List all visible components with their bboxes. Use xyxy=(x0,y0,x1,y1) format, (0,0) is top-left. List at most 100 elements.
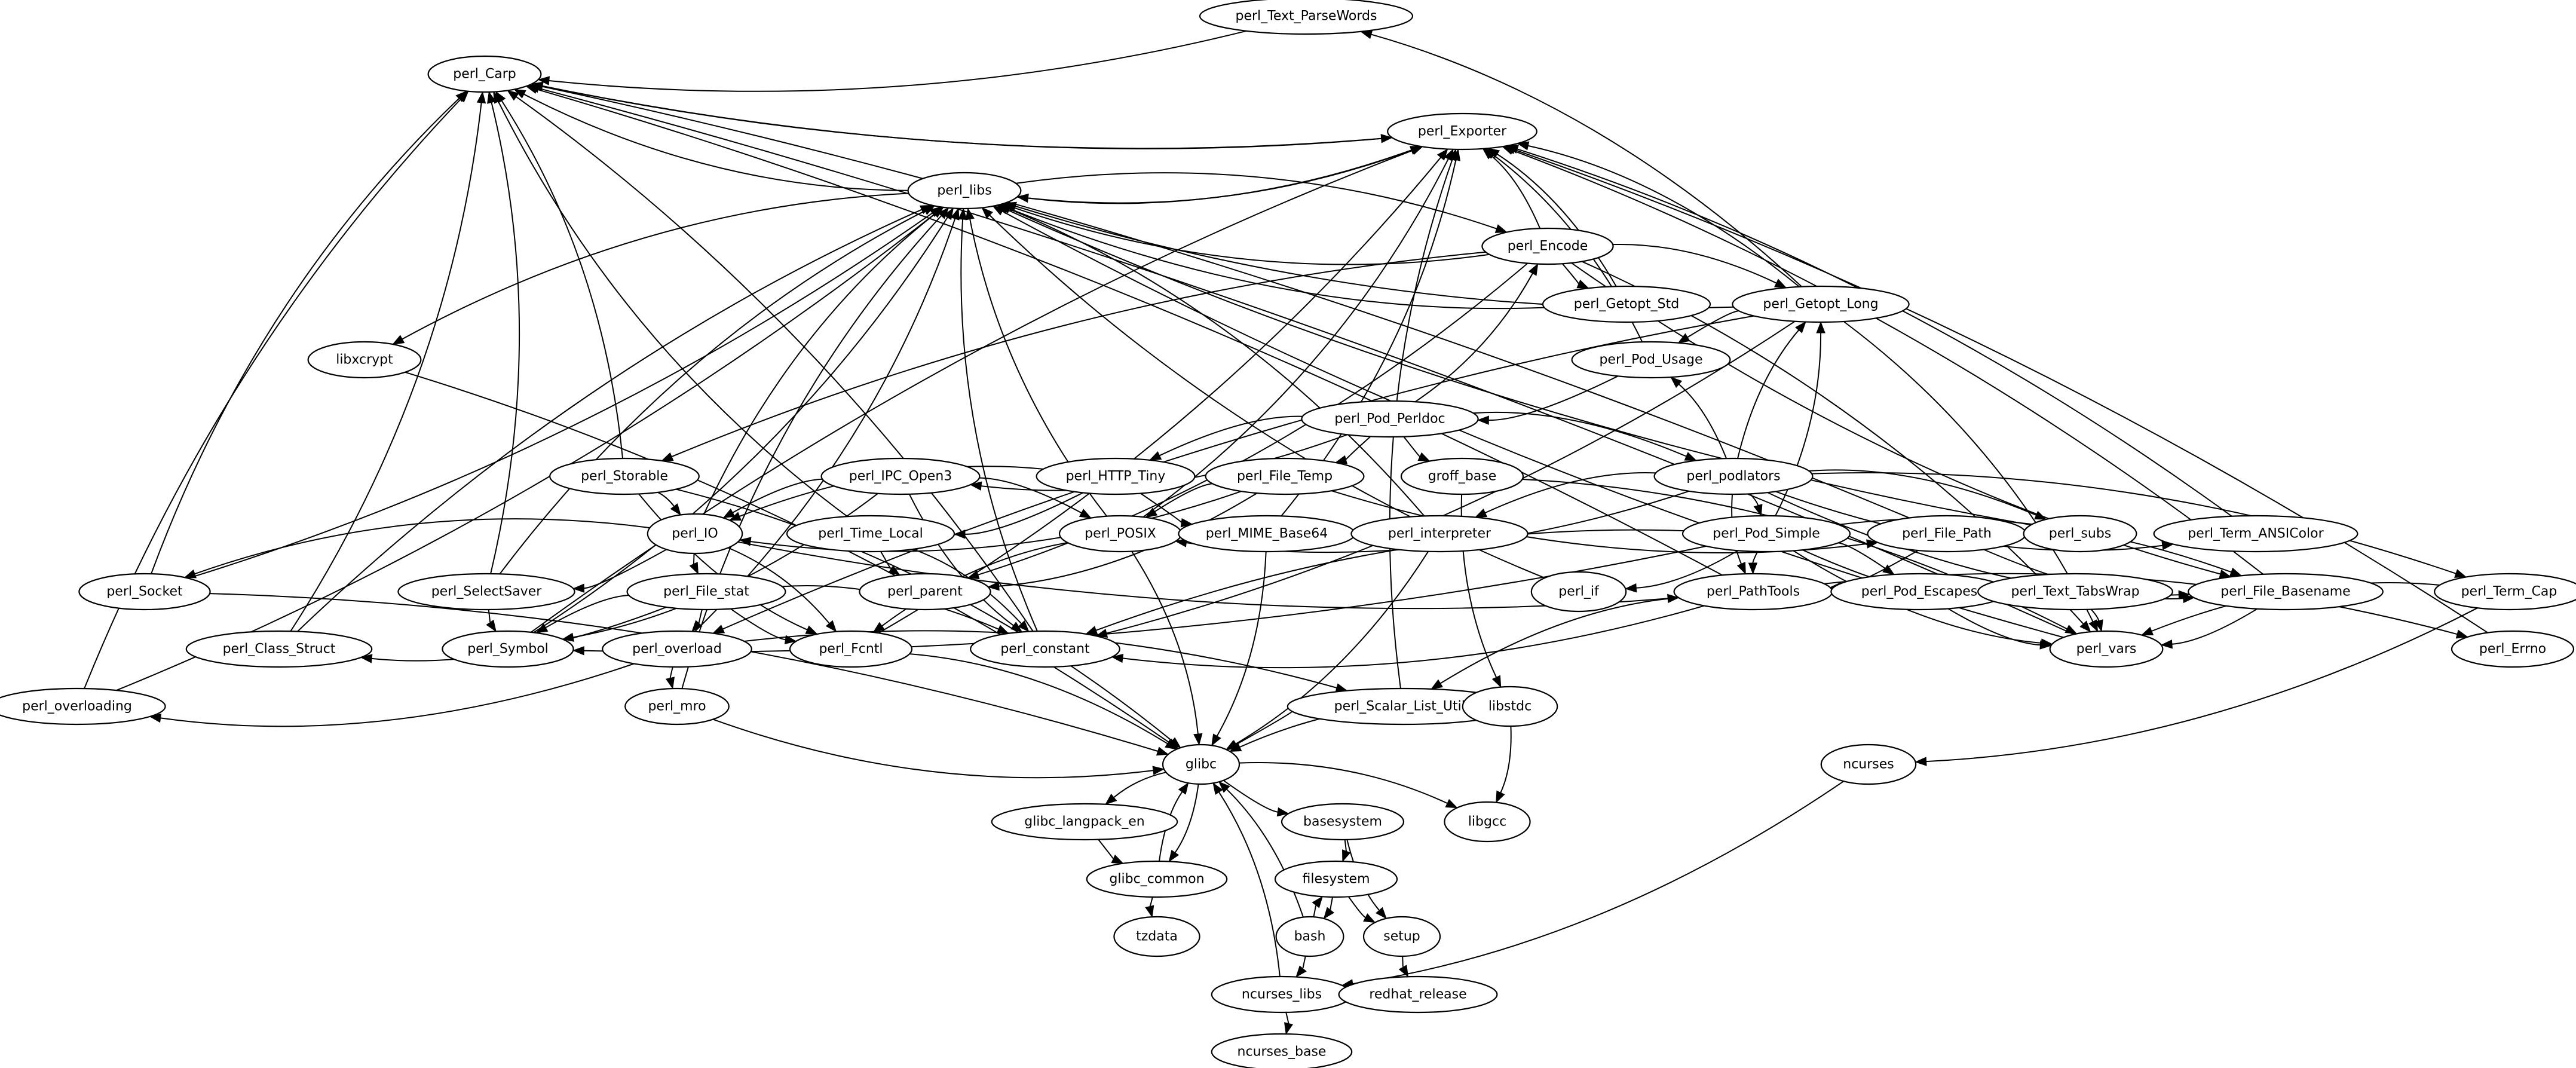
arrowhead-icon xyxy=(1166,738,1179,749)
node-tzdata[interactable]: tzdata xyxy=(1113,916,1200,957)
arrowhead-icon xyxy=(1684,452,1697,461)
edge-perl-encode-to-perl-getopt-std xyxy=(1561,263,1589,289)
edge-line xyxy=(531,83,1382,149)
node-perl-file-basename[interactable]: perl_File_Basename xyxy=(2188,573,2384,611)
node-perl-pod-usage[interactable]: perl_Pod_Usage xyxy=(1571,341,1731,379)
edge-line xyxy=(151,98,460,574)
node-perl-interpreter[interactable]: perl_interpreter xyxy=(1350,515,1529,553)
arrowhead-icon xyxy=(1105,794,1117,805)
node-ncurses[interactable]: ncurses xyxy=(1820,743,1917,785)
node-perl-mro[interactable]: perl_mro xyxy=(624,687,730,726)
node-setup[interactable]: setup xyxy=(1362,916,1441,957)
arrowhead-icon xyxy=(888,565,901,576)
node-label: perl_Scalar_List_Utils xyxy=(1334,699,1472,714)
node-perl-pathtools[interactable]: perl_PathTools xyxy=(1673,573,1833,611)
node-perl-selectsaver[interactable]: perl_SelectSaver xyxy=(397,573,575,611)
edge-line xyxy=(1154,483,1213,512)
edge-perl-exporter-to-perl-libs xyxy=(1016,146,1422,204)
node-glibc-common[interactable]: glibc_common xyxy=(1086,860,1228,898)
node-perl-symbol[interactable]: perl_Symbol xyxy=(442,630,574,668)
node-ncurses-libs[interactable]: ncurses_libs xyxy=(1211,975,1353,1014)
arrowhead-icon xyxy=(1448,148,1457,161)
node-libstdc[interactable]: libstdc xyxy=(1462,686,1558,727)
node-perl-storable[interactable]: perl_Storable xyxy=(549,457,700,495)
node-shape xyxy=(1681,515,1851,553)
node-libxcrypt[interactable]: libxcrypt xyxy=(307,341,422,379)
node-perl-pod-simple[interactable]: perl_Pod_Simple xyxy=(1681,515,1851,553)
arrowhead-icon xyxy=(1494,224,1508,233)
node-filesystem[interactable]: filesystem xyxy=(1274,860,1398,898)
node-perl-socket[interactable]: perl_Socket xyxy=(78,573,211,611)
node-glibc-langpack-en[interactable]: glibc_langpack_en xyxy=(991,803,1178,841)
arrowhead-icon xyxy=(2094,619,2103,632)
edge-filesystem-to-bash xyxy=(1323,896,1335,920)
node-perl-pod-escapes[interactable]: perl_Pod_Escapes xyxy=(1830,573,2008,611)
node-perl-text-parsewords[interactable]: perl_Text_ParseWords xyxy=(1199,0,1414,35)
edge-perl-file-stat-to-perl-fcntl xyxy=(730,608,797,644)
node-perl-scalar-list-utils[interactable]: perl_Scalar_List_Utils xyxy=(1287,687,1520,726)
node-shape xyxy=(1653,457,1814,495)
node-perl-parent[interactable]: perl_parent xyxy=(859,573,991,611)
node-perl-class-struct[interactable]: perl_Class_Struct xyxy=(185,630,373,668)
node-perl-ipc-open3[interactable]: perl_IPC_Open3 xyxy=(820,457,981,495)
node-perl-file-path[interactable]: perl_File_Path xyxy=(1867,515,2027,553)
edge-perl-text-tabswrap-to-perl-vars xyxy=(2090,608,2103,632)
node-bash[interactable]: bash xyxy=(1275,916,1344,957)
node-perl-term-cap[interactable]: perl_Term_Cap xyxy=(2434,573,2576,611)
node-perl-encode[interactable]: perl_Encode xyxy=(1481,227,1614,265)
node-perl-podlators[interactable]: perl_podlators xyxy=(1653,457,1814,495)
node-label: perl_Encode xyxy=(1508,239,1588,254)
node-label: ncurses_base xyxy=(1238,1045,1327,1060)
node-perl-libs[interactable]: perl_libs xyxy=(907,172,1022,210)
node-perl-subs[interactable]: perl_subs xyxy=(2023,515,2137,553)
node-label: perl_Text_ParseWords xyxy=(1236,9,1377,24)
node-basesystem[interactable]: basesystem xyxy=(1281,803,1405,841)
edge-line xyxy=(1775,332,1822,516)
node-groff-base[interactable]: groff_base xyxy=(1400,457,1524,495)
node-perl-errno[interactable]: perl_Errno xyxy=(2451,630,2575,668)
node-perl-file-stat[interactable]: perl_File_stat xyxy=(626,573,786,611)
node-perl-fcntl[interactable]: perl_Fcntl xyxy=(789,630,913,668)
edge-line xyxy=(188,212,933,579)
node-ncurses-base[interactable]: ncurses_base xyxy=(1211,1033,1353,1068)
edge-perl-text-parsewords-to-perl-carp xyxy=(537,30,1247,92)
node-perl-http-tiny[interactable]: perl_HTTP_Tiny xyxy=(1036,457,1196,495)
edge-basesystem-to-filesystem xyxy=(1341,839,1351,862)
node-perl-file-temp[interactable]: perl_File_Temp xyxy=(1205,457,1365,495)
edge-ncurses-libs-to-ncurses-base xyxy=(1284,1012,1294,1035)
node-libgcc[interactable]: libgcc xyxy=(1444,801,1531,843)
node-perl-posix[interactable]: perl_POSIX xyxy=(1058,515,1183,553)
edge-line xyxy=(1017,149,1412,204)
node-perl-exporter[interactable]: perl_Exporter xyxy=(1387,112,1537,151)
node-perl-vars[interactable]: perl_vars xyxy=(2049,630,2164,668)
node-redhat-release[interactable]: redhat_release xyxy=(1338,975,1498,1014)
node-perl-getopt-std[interactable]: perl_Getopt_Std xyxy=(1542,285,1711,323)
edge-perl-selectsaver-to-perl-carp xyxy=(487,91,520,574)
arrowhead-icon xyxy=(1748,562,1758,575)
edge-line xyxy=(671,251,1486,458)
edge-line xyxy=(1809,469,2037,516)
node-perl-constant[interactable]: perl_constant xyxy=(970,630,1120,668)
node-label: perl_overloading xyxy=(22,699,132,714)
arrowhead-icon xyxy=(1085,626,1098,635)
node-perl-mime-base64[interactable]: perl_MIME_Base64 xyxy=(1178,515,1356,553)
arrowhead-icon xyxy=(1276,807,1289,817)
node-perl-if[interactable]: perl_if xyxy=(1530,571,1627,613)
node-perl-io[interactable]: perl_IO xyxy=(647,513,743,555)
node-perl-time-local[interactable]: perl_Time_Local xyxy=(786,515,955,553)
arrowhead-icon xyxy=(486,619,497,632)
node-perl-pod-perldoc[interactable]: perl_Pod_Perldoc xyxy=(1301,400,1479,438)
node-perl-term-ansicolor[interactable]: perl_Term_ANSIColor xyxy=(2153,515,2358,553)
arrowhead-icon xyxy=(1156,746,1169,756)
edge-line xyxy=(523,93,908,191)
edge-bash-to-filesystem xyxy=(1312,896,1323,917)
node-glibc[interactable]: glibc xyxy=(1162,743,1240,785)
node-perl-overload[interactable]: perl_overload xyxy=(602,630,752,668)
node-label: ncurses xyxy=(1843,757,1894,772)
node-perl-text-tabswrap[interactable]: perl_Text_TabsWrap xyxy=(1977,573,2173,611)
node-perl-carp[interactable]: perl_Carp xyxy=(427,55,542,93)
node-perl-getopt-long[interactable]: perl_Getopt_Long xyxy=(1732,285,1910,323)
node-label: perl_MIME_Base64 xyxy=(1206,527,1328,541)
node-perl-overloading[interactable]: perl_overloading xyxy=(0,687,166,726)
